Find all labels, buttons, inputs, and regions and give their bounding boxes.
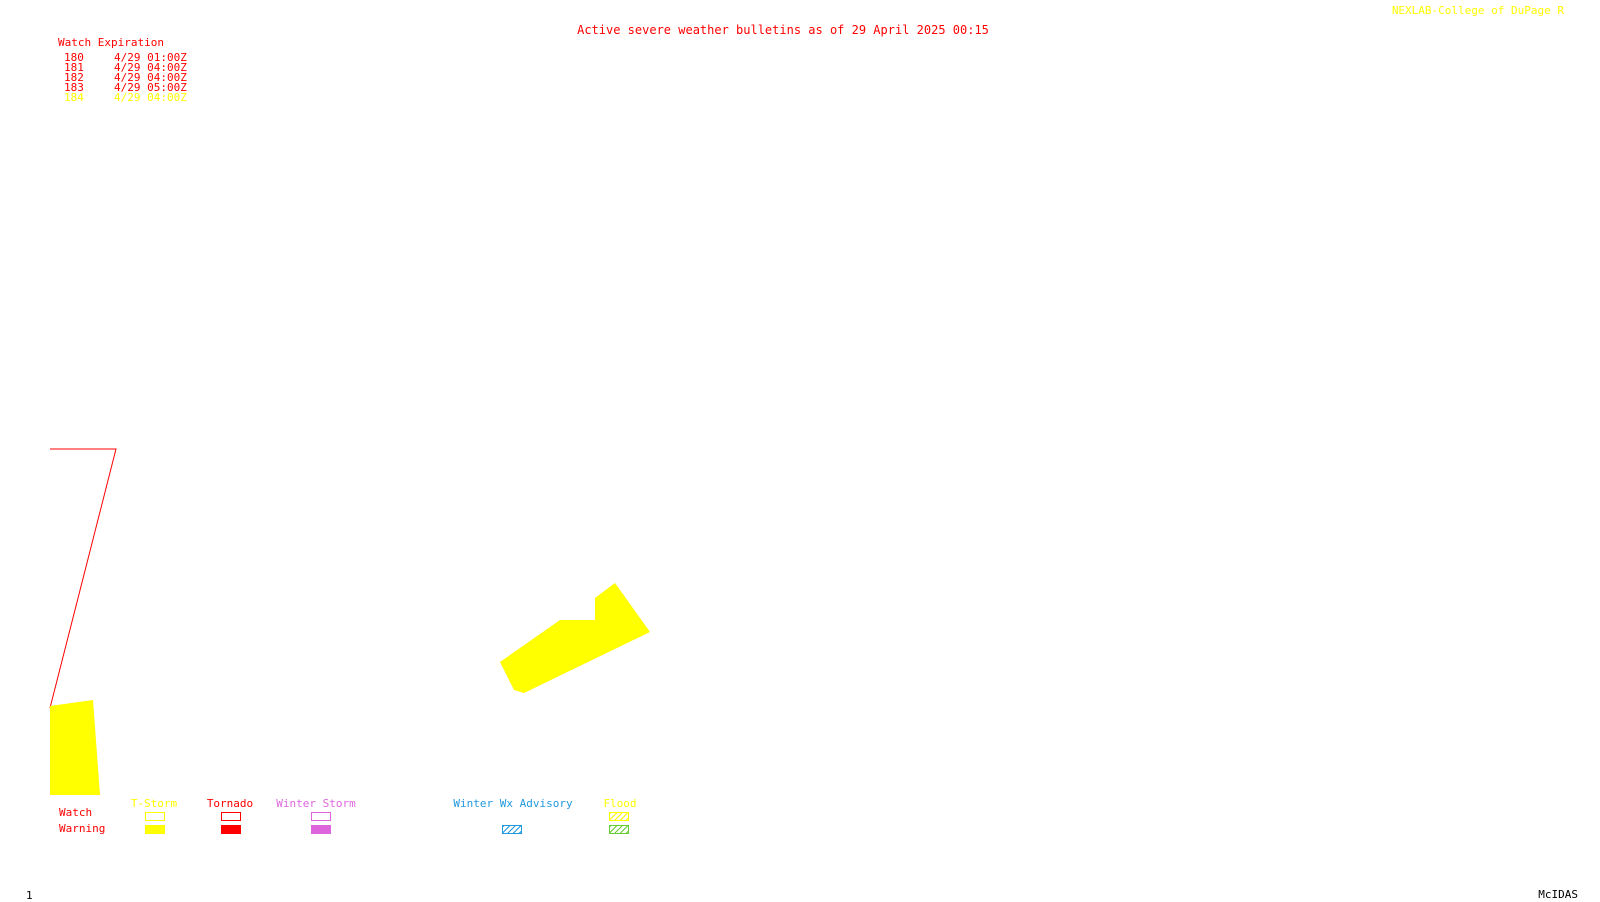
tstorm-warning-polygon-central [500,583,650,693]
legend-winter-storm-warning-swatch [311,825,331,834]
bulletin-title: Active severe weather bulletins as of 29… [577,23,989,37]
credit-label: NEXLAB-College of DuPage R [1391,4,1564,17]
watch-number: 180 [64,51,84,64]
legend-flood-label: Flood [603,797,637,810]
legend-winter-advisory-label: Winter Wx Advisory [453,797,573,810]
legend-flood-watch-swatch [609,812,629,821]
watch-row: 182 4/29 04:00Z [64,71,187,84]
tstorm-warning-polygon-west [50,700,100,795]
legend-watch-label: Watch [59,806,93,819]
legend-tornado-warning-swatch [221,825,241,834]
legend-winter-storm-watch-swatch [311,812,331,821]
tornado-watch-outline [49,448,117,709]
legend-flood-warning-swatch [609,825,629,834]
watch-row: 181 4/29 04:00Z [64,61,187,74]
watch-expiration-heading: Watch Expiration [58,36,164,49]
watch-number: 183 [64,81,84,94]
legend-warning-label: Warning [59,822,106,835]
watch-expires: 4/29 05:00Z [114,81,187,94]
watch-number: 182 [64,71,84,84]
watch-expires: 4/29 04:00Z [114,91,187,104]
watch-number: 181 [64,61,84,74]
legend-winter-advisory-warning-swatch [502,825,522,834]
legend-tornado-label: Tornado [206,797,254,810]
frame-number: 1 [26,889,33,902]
legend-tstorm-warning-swatch [145,825,165,834]
watch-row: 180 4/29 01:00Z [64,51,187,64]
watch-expires: 4/29 04:00Z [114,71,187,84]
watch-expires: 4/29 04:00Z [114,61,187,74]
software-label: McIDAS [1538,888,1578,901]
watch-row: 184 4/29 04:00Z [64,91,187,104]
watch-number: 184 [64,91,84,104]
watch-row: 183 4/29 05:00Z [64,81,187,94]
legend-winter-storm-label: Winter Storm [276,797,356,810]
legend-tornado-watch-swatch [221,812,241,821]
watch-expires: 4/29 01:00Z [114,51,187,64]
legend-tstorm-label: T-Storm [130,797,178,810]
legend-tstorm-watch-swatch [145,812,165,821]
